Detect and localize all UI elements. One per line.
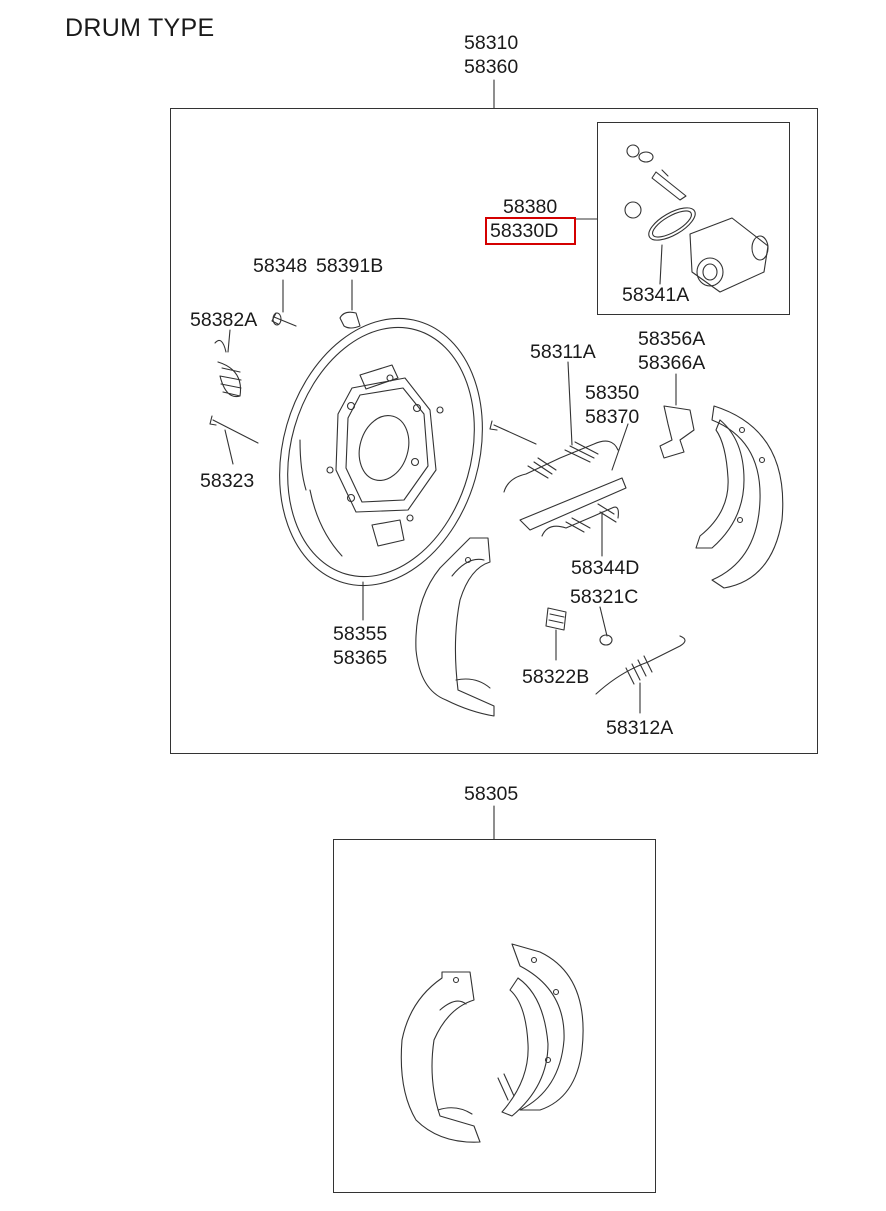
shoe-kit-frame <box>333 839 656 1193</box>
leader-lines <box>225 80 676 839</box>
part-label-58348: 58348 <box>253 255 308 277</box>
part-label-58391b: 58391B <box>316 255 384 277</box>
part-label-58366a: 58366A <box>638 352 706 374</box>
highlighted-part-box[interactable] <box>485 217 576 245</box>
part-label-58322b: 58322B <box>522 666 590 688</box>
wheel-cylinder-inset-frame <box>597 122 790 315</box>
shoe-kit-drawing <box>401 944 583 1142</box>
assembly-part-number-1: 58310 <box>464 32 519 54</box>
part-label-58321c: 58321C <box>570 586 639 608</box>
diagram-title: DRUM TYPE <box>65 14 215 42</box>
part-label-58312a: 58312A <box>606 717 674 739</box>
center-shoe-drawing <box>416 538 494 716</box>
assembly-part-number-2: 58360 <box>464 56 519 78</box>
right-shoe-drawing <box>696 406 783 588</box>
wheel-cylinder-drawing <box>625 145 768 292</box>
lower-small-parts-drawing <box>546 608 685 694</box>
part-label-58370: 58370 <box>585 406 640 428</box>
hold-down-pin-drawing <box>490 421 536 444</box>
shoe-kit-part-number: 58305 <box>464 783 519 805</box>
backing-plate-drawing <box>249 294 512 609</box>
highlighted-part-label[interactable]: 58330D <box>490 220 559 242</box>
part-label-58355: 58355 <box>333 623 388 645</box>
part-label-58382a: 58382A <box>190 309 258 331</box>
part-label-58350: 58350 <box>585 382 640 404</box>
part-label-58344d: 58344D <box>571 557 640 579</box>
parking-lever-drawing <box>660 406 694 458</box>
part-label-58311a: 58311A <box>530 341 596 363</box>
adjuster-springs-drawing <box>504 441 626 536</box>
left-hardware-drawing <box>210 312 360 443</box>
part-label-58365: 58365 <box>333 647 388 669</box>
part-label-58323: 58323 <box>200 470 255 492</box>
part-label-58356a: 58356A <box>638 328 706 350</box>
cylinder-kit-label: 58380 <box>503 196 558 218</box>
cylinder-seal-label: 58341A <box>622 284 690 306</box>
